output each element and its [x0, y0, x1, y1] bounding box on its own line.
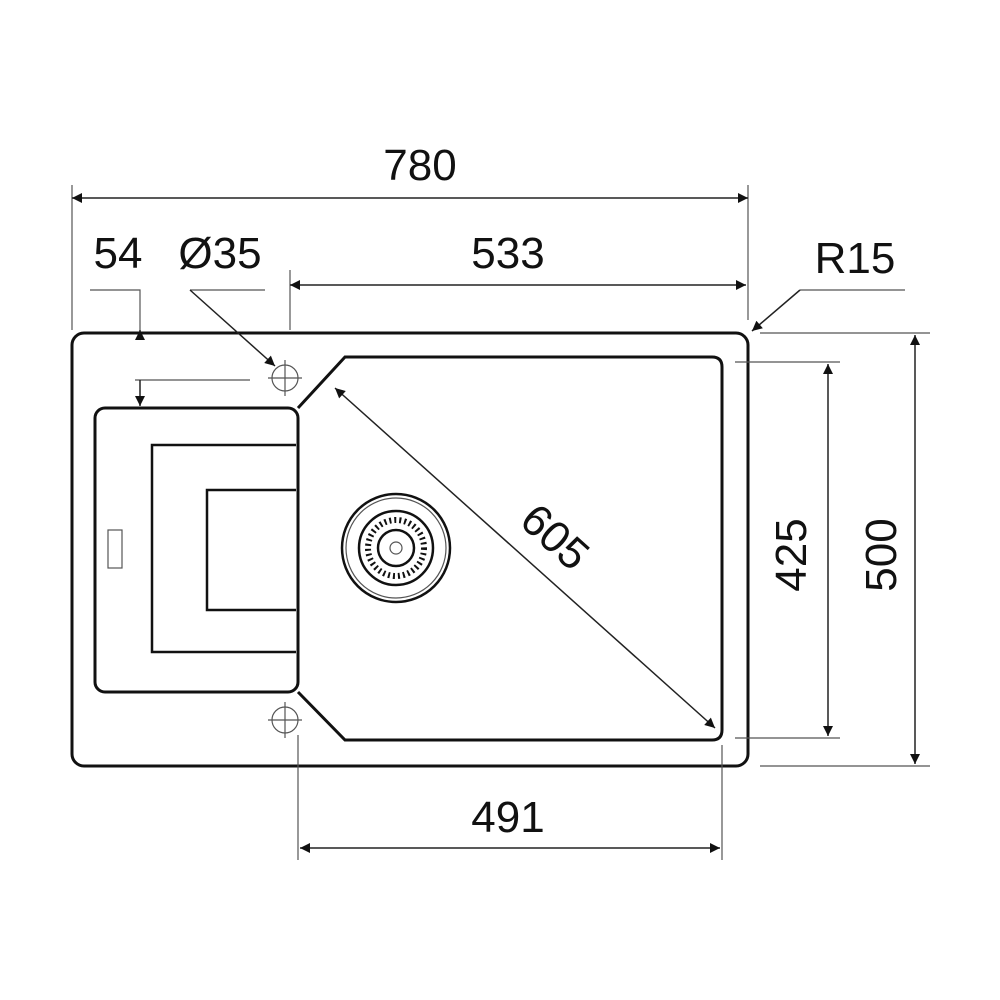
overall-depth-extension-lines: [760, 332, 930, 767]
width-extension-lines: [71, 185, 749, 330]
tap-hole-diameter-label: Ø35: [178, 229, 261, 278]
drainer-groove-inner: [205, 488, 296, 612]
drainer-groove-outer: [150, 443, 296, 654]
drain-icon: [340, 492, 452, 604]
bowl: [296, 355, 724, 742]
overall-depth-label: 500: [857, 518, 906, 591]
tap-hole-diameter-arrow: [189, 289, 276, 367]
diagonal-dimension-line: [334, 387, 716, 729]
tap-hole-offset-leader: [90, 289, 250, 381]
tap-hole-icon: [268, 702, 302, 738]
sink-outline: [70, 331, 750, 768]
bowl-depth-extension-lines: [735, 361, 840, 739]
corner-radius-label: R15: [815, 234, 896, 283]
bowl-width-label: 491: [471, 793, 544, 842]
drainer-board: [93, 406, 300, 694]
bowl-length-label: 533: [471, 229, 544, 278]
tap-hole-icon: [268, 360, 302, 396]
dimension-lines: [71, 185, 930, 860]
diagonal-label: 605: [511, 494, 598, 580]
overall-width-label: 780: [383, 141, 456, 190]
bowl-depth-label: 425: [767, 518, 816, 591]
tap-hole-offset-label: 54: [94, 229, 143, 278]
corner-radius-arrow: [751, 289, 801, 332]
overflow-slot: [107, 529, 123, 569]
bowl-width-extension-lines: [297, 735, 723, 860]
